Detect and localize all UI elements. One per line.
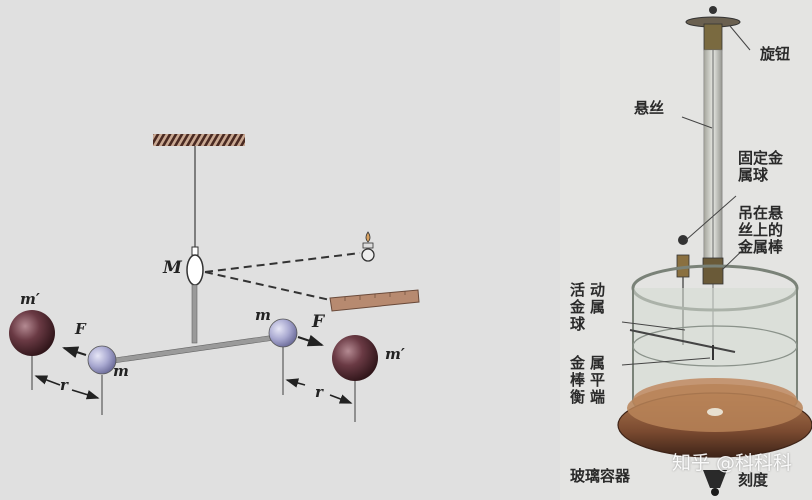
label-hanging-metal-rod: 吊在悬 丝上的 金属棒 [738,204,784,256]
small-sphere-left [87,345,117,375]
apparatus-drawing [617,6,812,496]
label-suspension-wire: 悬丝 [634,99,665,117]
label-fixed-metal-ball: 固定金 属球 [738,149,784,184]
coulomb-balance-photo: 旋钮 悬丝 固定金 属球 吊在悬 丝上的 金属棒 活金球 动属 金棒衡 属平端 … [560,0,812,500]
label-M: M [163,258,182,278]
label-F-left: F [75,320,86,338]
large-sphere-left [9,310,55,356]
label-m-left: m [113,362,129,380]
watermark: 知乎 @科科科 [672,452,793,474]
measuring-scale [329,289,420,312]
lamp-icon [361,231,375,262]
label-m-prime-left: m′ [20,290,40,308]
label-movable-metal-ball: 活金球 动属 [570,281,606,333]
cavendish-diagram: M m′ F m r m F m′ r [9,134,420,422]
label-m-prime-right: m′ [385,345,405,363]
small-sphere-right [268,318,298,348]
mirror-M [186,254,204,286]
ceiling-mount [153,134,245,146]
label-m-right: m [255,306,271,324]
label-r-right: r [315,383,323,401]
label-knob: 旋钮 [760,45,791,63]
diagram-drawing [9,134,420,422]
large-sphere-right [332,335,378,381]
label-scale: 刻度 [738,471,769,489]
label-r-left: r [60,376,68,394]
label-F-right: F [312,312,325,332]
label-glass-container: 玻璃容器 [570,467,631,485]
label-balance-end: 金棒衡 属平端 [570,354,606,406]
